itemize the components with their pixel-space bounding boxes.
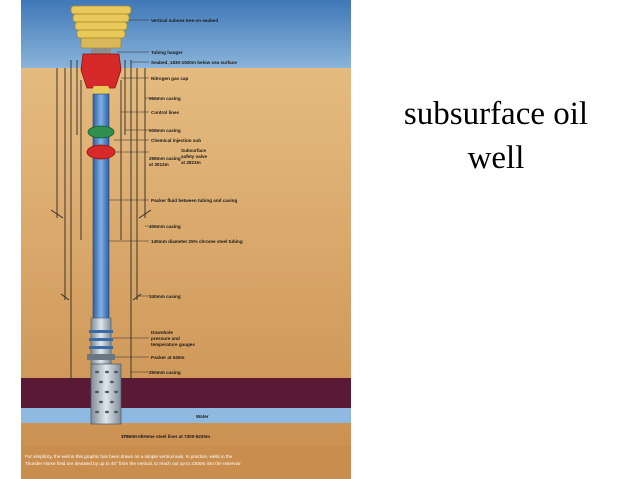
label-packer: Packer at 040m (151, 355, 184, 360)
wellhead-assembly (80, 53, 122, 94)
label-subsea-tree: Vertical subsea tree on seabed (151, 18, 218, 23)
label-casing-508: 508mm casing (149, 128, 181, 133)
safety-valve-icon (86, 144, 116, 160)
subsea-tree-icon (70, 5, 132, 54)
label-packer-fluid: Packer fluid between tubing and casing (151, 198, 237, 203)
label-tubing: 140mm diameter 25% chrome steel tubing (151, 239, 243, 244)
label-casing-340: 340mm casing (149, 294, 181, 299)
downhole-gauges-icon (87, 317, 115, 365)
label-casing-250: 250mm casing (149, 370, 181, 375)
chemical-injection-sub-icon (87, 125, 115, 139)
slide-title-line-2: well (467, 140, 525, 176)
footnote-band (21, 446, 351, 479)
water-zone (21, 408, 351, 423)
label-gauges-l3: temperature gauges (151, 342, 195, 347)
footnote-line-1: For simplicity, the well in this graphic… (25, 454, 233, 459)
label-gauges-l1: Downhole (151, 330, 173, 335)
slide-title: subsurface oil well (366, 92, 626, 180)
label-water: Water (196, 414, 209, 419)
oil-well-diagram: Vertical subsea tree on seabed Tubing ha… (21, 0, 351, 479)
label-gauges-l2: pressure and (151, 336, 180, 341)
leader-lines (109, 19, 149, 437)
label-chemical-injection: Chemical injection sub (151, 138, 201, 143)
label-safety-valve-l1: Subsurface (181, 148, 206, 153)
label-casing-298-l2: at 3013m (149, 162, 169, 167)
label-control-lines: Control lines (151, 110, 180, 115)
slide-title-line-1: subsurface oil (403, 96, 589, 132)
label-safety-valve-l2: safety valve (181, 154, 207, 159)
label-casing-298-l1: 298mm casing (149, 156, 181, 161)
label-seabed: Seabed, 1830-1920m below sea surface (151, 60, 237, 65)
label-liner: 178mm chrome steel liner at 7300-8230m (121, 434, 210, 439)
label-casing-965: 965mm casing (149, 96, 181, 101)
reservoir-layer (21, 378, 351, 408)
perforated-liner-icon (90, 363, 122, 425)
label-tubing-hanger: Tubing hanger (151, 50, 183, 55)
sea-layer (21, 0, 351, 68)
label-safety-valve-l3: at 2823m (181, 160, 201, 165)
label-nitrogen-cap: Nitrogen gas cap (151, 76, 188, 81)
label-casing-406: 406mm casing (149, 224, 181, 229)
footnote-line-2: Thunder Horse field are deviated by up t… (25, 461, 241, 466)
casing-lines (50, 60, 152, 380)
